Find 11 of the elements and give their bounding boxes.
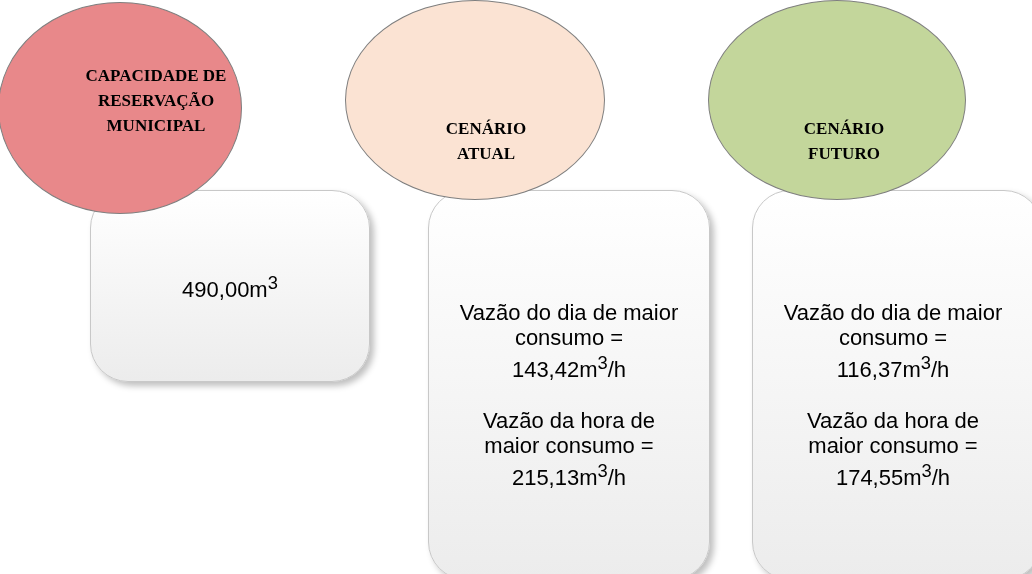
node-title: CENÁRIO FUTURO <box>802 118 886 165</box>
rounded-box <box>428 190 710 574</box>
node-text: Vazão da hora de maior consumo = 215,13m$^{3}$/h <box>481 408 657 491</box>
node-text: Vazão da hora de maior consumo = 174,55m$^{3}$/h <box>805 408 981 491</box>
node-text: Vazão do dia de maior consumo = 116,37m$^{3}$/h <box>783 299 1003 382</box>
node-title: CENÁRIO ATUAL <box>444 118 528 165</box>
rounded-box <box>752 190 1032 574</box>
node-title: CAPACIDADE DE RESERVAÇÃO MUNICIPAL <box>84 65 228 137</box>
rounded-box <box>90 190 370 382</box>
node-text: Vazão do dia de maior consumo = 143,42m$^{3}$/h <box>459 299 679 382</box>
node-text: 490,00m$^{3}$ <box>182 270 278 303</box>
